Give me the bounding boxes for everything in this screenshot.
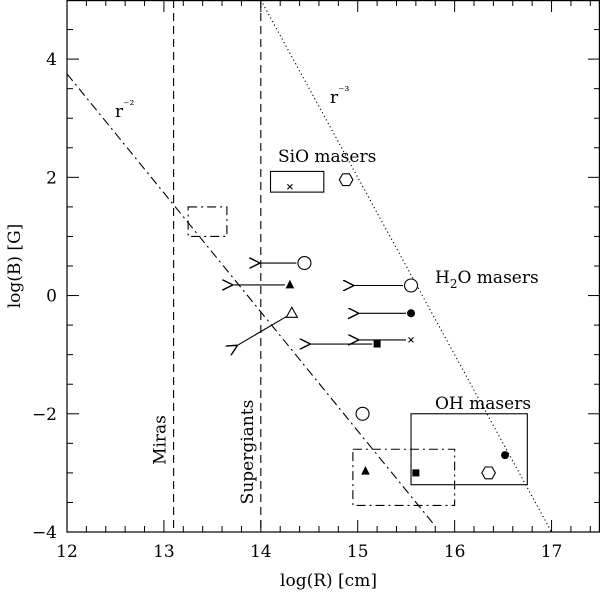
region-box-3 bbox=[352, 448, 456, 506]
x-tick-label: 13 bbox=[153, 542, 175, 562]
y-axis-label: log(B) [G] bbox=[5, 224, 25, 309]
r-minus-3-line bbox=[260, 0, 553, 532]
y-tick-label: 2 bbox=[46, 168, 57, 188]
miras-label: Miras bbox=[151, 415, 171, 465]
filled-square-point bbox=[412, 469, 420, 477]
y-tick-label: 0 bbox=[46, 287, 57, 307]
cross-point bbox=[287, 183, 293, 190]
x-tick-label: 15 bbox=[347, 542, 369, 562]
y-tick-label: −2 bbox=[32, 405, 57, 425]
y-tick-label: −4 bbox=[32, 523, 57, 543]
x-tick-label: 12 bbox=[56, 542, 78, 562]
open-circle-point bbox=[355, 406, 370, 421]
filled-circle-point bbox=[501, 451, 510, 460]
oh-masers-label: OH masers bbox=[435, 394, 531, 414]
filled-circle-point bbox=[407, 309, 416, 318]
sio-masers-label: SiO masers bbox=[278, 147, 376, 167]
open-triangle-point bbox=[285, 306, 299, 318]
filled-square-point bbox=[373, 340, 381, 348]
filled-triangle-point bbox=[285, 279, 295, 289]
supergiants-label: Supergiants bbox=[238, 400, 258, 505]
h2o-masers-label: H2O masers bbox=[435, 268, 539, 291]
open-hexagon-point bbox=[481, 466, 497, 480]
sio-masersregion bbox=[269, 170, 325, 193]
region-box-1 bbox=[187, 206, 228, 237]
direction-arrow bbox=[237, 315, 288, 346]
r-minus-2-line bbox=[67, 73, 436, 527]
open-circle-point bbox=[297, 255, 312, 271]
x-axis-label: log(R) [cm] bbox=[280, 571, 377, 591]
plot-area bbox=[67, 0, 553, 532]
plot-frame bbox=[66, 0, 600, 533]
oh-masersregion bbox=[410, 413, 528, 486]
x-tick-label: 14 bbox=[250, 542, 272, 562]
x-tick-label: 17 bbox=[541, 542, 563, 562]
open-circle-point bbox=[403, 278, 419, 293]
open-hexagon-point bbox=[338, 173, 354, 187]
cross-point bbox=[408, 337, 414, 343]
filled-triangle-point bbox=[361, 465, 370, 475]
r-minus-2-label: r⁻² bbox=[115, 98, 134, 122]
r-minus-3-label: r⁻³ bbox=[330, 84, 349, 108]
y-tick-label: 4 bbox=[46, 50, 57, 70]
x-tick-label: 16 bbox=[444, 542, 466, 562]
